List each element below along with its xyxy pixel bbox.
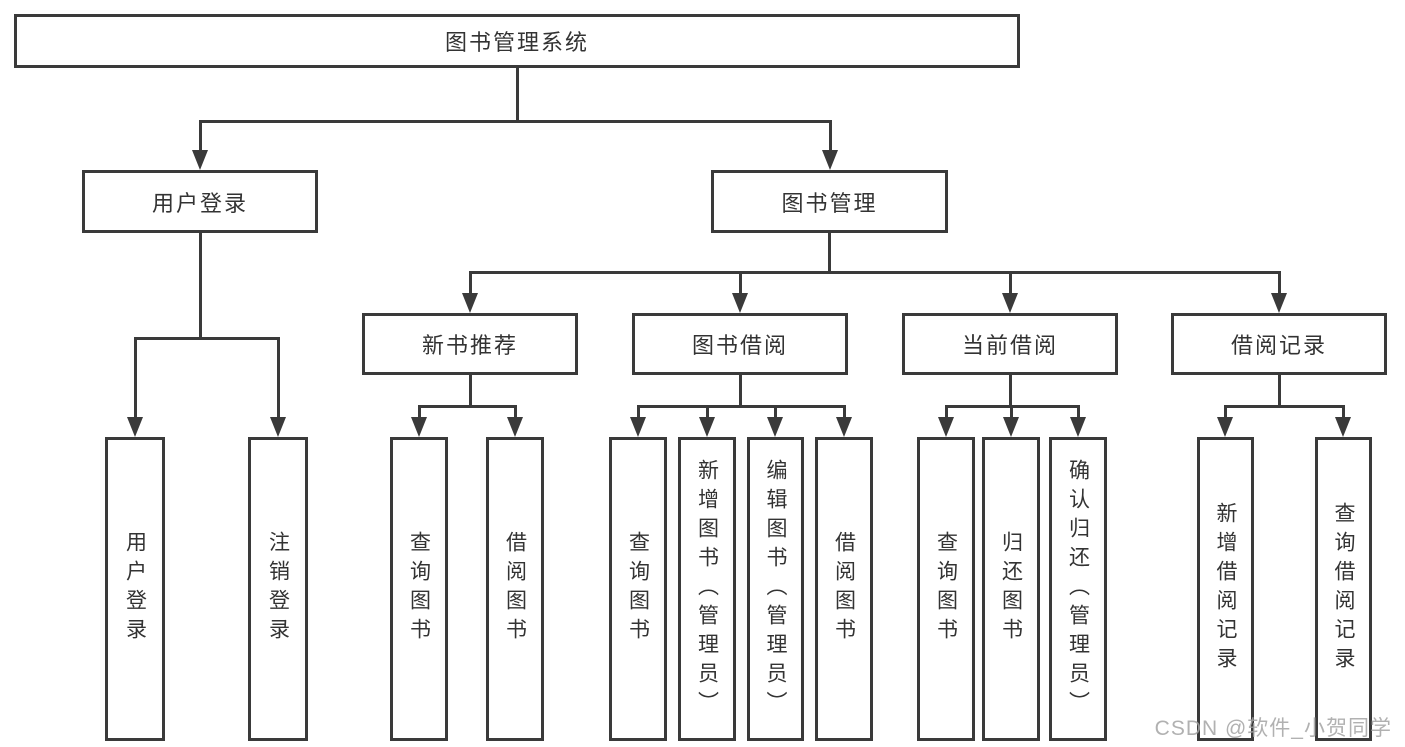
node-borrowing-records: 借阅记录 [1171,313,1387,375]
arrow-down-icon [1003,417,1019,437]
branch-record-drop [1223,406,1227,419]
leaf-return-books: 归还图书 [982,437,1040,741]
arrow-down-icon [836,417,852,437]
node-library-system-label: 图书管理系统 [444,30,589,55]
leaf-logout: 注销登录 [248,437,308,741]
branch-login-stem [198,233,202,340]
leaf-query-books-label: 查询图书 [407,531,431,647]
arrow-down-icon [630,417,646,437]
branch-borrow-bar [636,404,846,408]
branch-current-drop [1076,406,1080,419]
branch-borrow-drop [705,406,709,419]
branch-current-stem [1008,375,1012,408]
leaf-query-books-label: 查询图书 [934,531,958,647]
leaf-return-books-label: 归还图书 [999,531,1023,647]
leaf-query-books: 查询图书 [390,437,448,741]
arrow-down-icon [507,417,523,437]
branch-rec-drop [417,406,421,419]
arrow-down-icon [192,150,208,170]
leaf-add-books-admin-label: 新增图书（管理员） [695,458,719,720]
leaf-query-borrow-record: 查询借阅记录 [1315,437,1372,741]
leaf-query-borrow-record-label: 查询借阅记录 [1332,502,1355,676]
arrow-down-icon [1070,417,1086,437]
branch-root-drop [828,121,832,152]
arrow-down-icon [938,417,954,437]
branch-mgmt-drop [738,272,742,295]
leaf-confirm-return-admin: 确认归还（管理员） [1049,437,1107,741]
branch-borrow-drop [636,406,640,419]
branch-login-bar [133,336,280,340]
csdn-watermark: CSDN @软件_小贺同学 [1154,717,1392,740]
leaf-borrow-books-label: 借阅图书 [503,531,527,647]
leaf-query-books-label: 查询图书 [626,531,650,647]
branch-current-drop [944,406,948,419]
branch-mgmt-drop [1277,272,1281,295]
leaf-add-borrow-record-label: 新增借阅记录 [1214,502,1237,676]
node-new-book-recommendation: 新书推荐 [362,313,578,375]
node-user-login-label: 用户登录 [151,190,248,216]
node-current-borrowing: 当前借阅 [902,313,1118,375]
branch-mgmt-stem [827,233,831,274]
node-book-borrowing-label: 图书借阅 [691,333,788,358]
arrow-down-icon [270,417,286,437]
arrow-down-icon [732,293,748,313]
leaf-add-books-admin: 新增图书（管理员） [678,437,736,741]
arrow-down-icon [1217,417,1233,437]
branch-rec-bar [417,404,517,408]
node-book-management: 图书管理 [711,170,948,233]
leaf-confirm-return-admin-label: 确认归还（管理员） [1066,458,1090,720]
leaf-borrow-books-label: 借阅图书 [832,531,856,647]
leaf-borrow-books: 借阅图书 [815,437,873,741]
arrow-down-icon [411,417,427,437]
leaf-query-books: 查询图书 [917,437,975,741]
branch-borrow-drop [842,406,846,419]
branch-mgmt-bar [468,270,1281,274]
branch-login-drop [276,338,280,419]
branch-borrow-stem [738,375,742,408]
branch-record-drop [1341,406,1345,419]
leaf-user-login-label: 用户登录 [123,531,147,647]
branch-mgmt-drop [468,272,472,295]
leaf-add-borrow-record: 新增借阅记录 [1197,437,1254,741]
branch-borrow-drop [773,406,777,419]
branch-current-drop [1009,406,1013,419]
leaf-edit-books-admin-label: 编辑图书（管理员） [764,458,787,720]
node-borrowing-records-label: 借阅记录 [1230,333,1327,358]
arrow-down-icon [767,417,783,437]
branch-record-bar [1223,404,1345,408]
node-user-login: 用户登录 [82,170,318,233]
arrow-down-icon [1002,293,1018,313]
leaf-edit-books-admin: 编辑图书（管理员） [747,437,804,741]
leaf-borrow-books: 借阅图书 [486,437,544,741]
branch-root-bar [198,119,832,123]
node-library-system: 图书管理系统 [14,14,1020,68]
branch-rec-stem [468,375,472,408]
arrow-down-icon [1271,293,1287,313]
node-book-borrowing: 图书借阅 [632,313,848,375]
node-book-management-label: 图书管理 [781,190,878,216]
arrow-down-icon [462,293,478,313]
arrow-down-icon [822,150,838,170]
branch-login-drop [133,338,137,419]
branch-root-stem [515,68,519,123]
branch-root-drop [198,121,202,152]
arrow-down-icon [127,417,143,437]
leaf-query-books: 查询图书 [609,437,667,741]
node-current-borrowing-label: 当前借阅 [961,333,1058,358]
branch-rec-drop [513,406,517,419]
leaf-user-login: 用户登录 [105,437,165,741]
arrow-down-icon [699,417,715,437]
leaf-logout-label: 注销登录 [266,531,290,647]
branch-mgmt-drop [1008,272,1012,295]
arrow-down-icon [1335,417,1351,437]
node-new-book-recommendation-label: 新书推荐 [421,333,518,358]
branch-record-stem [1277,375,1281,408]
